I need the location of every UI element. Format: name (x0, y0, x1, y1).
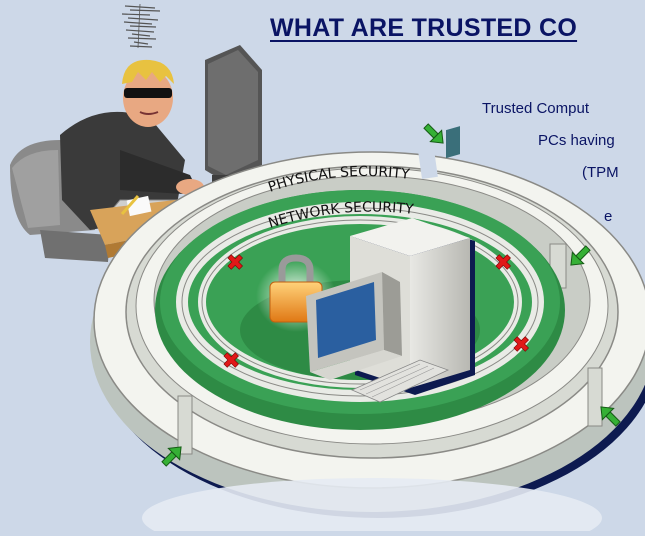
body-line-2: PCs having (538, 132, 615, 149)
green-arrow-icon (161, 446, 182, 467)
slide-title: WHAT ARE TRUSTED CO (270, 14, 578, 42)
body-line-4: e (604, 208, 613, 225)
red-x-icon: ✖ (512, 333, 530, 358)
red-x-icon: ✖ (226, 251, 244, 276)
body-line-1: Trusted Comput (482, 100, 589, 117)
green-arrow-icon (423, 123, 444, 144)
red-x-icon: ✖ (222, 349, 240, 374)
floor-shadow (142, 478, 602, 536)
green-arrow-icon (570, 245, 591, 266)
green-arrow-icon (600, 406, 621, 427)
body-line-3: (TPM (582, 164, 619, 181)
entry-arrows (161, 123, 621, 467)
blocked-markers: ✖ ✖ ✖ ✖ (222, 251, 531, 375)
desktop-computer-icon (306, 126, 475, 403)
static-noise-icon (121, 3, 161, 49)
red-x-icon: ✖ (494, 251, 512, 276)
